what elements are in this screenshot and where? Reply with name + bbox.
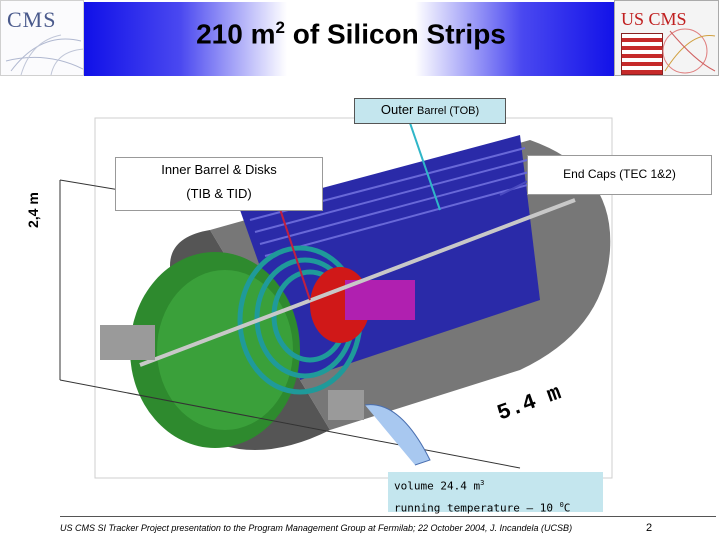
cms-logo-text: CMS	[7, 7, 57, 32]
callout-inner-line2: (TIB & TID)	[186, 186, 252, 201]
uscms-logo-graphic	[662, 28, 716, 74]
page-title: 210 m2 of Silicon Strips	[196, 18, 506, 50]
footer-text: US CMS SI Tracker Project presentation t…	[60, 523, 573, 533]
callout-outer-barrel: Outer Barrel (TOB)	[354, 98, 506, 124]
volume-pointer-arrow	[364, 404, 431, 466]
cms-logo-graphic	[5, 34, 83, 75]
length-dimension-line	[59, 379, 521, 469]
callout-inner-line1: Inner Barrel & Disks	[161, 162, 277, 177]
uscms-logo: US CMS	[614, 0, 719, 76]
inner-barrel-pointer	[279, 208, 311, 301]
footer-divider	[60, 516, 716, 517]
title-band	[84, 2, 618, 76]
temperature-line: running temperature – 10 0C	[394, 500, 571, 515]
callout-end-caps: End Caps (TEC 1&2)	[527, 155, 712, 195]
end-caps-pointer	[499, 179, 531, 196]
left-support-bracket	[100, 325, 155, 360]
volume-line: volume 24.4 m3	[394, 479, 485, 493]
pixel-core-magenta	[345, 280, 415, 320]
front-support-bracket	[328, 390, 364, 420]
cms-logo: CMS	[0, 0, 84, 76]
uscms-flag-stripes	[621, 33, 663, 75]
volume-temperature-box: volume 24.4 m3 running temperature – 10 …	[388, 472, 603, 514]
vertical-dimension-label: 2,4 m	[25, 192, 41, 228]
uscms-logo-text: US CMS	[621, 9, 687, 29]
beam-pipe	[139, 198, 576, 367]
page-number: 2	[646, 522, 653, 534]
outer-barrel-pointer	[409, 122, 441, 211]
callout-inner-barrel: Inner Barrel & Disks (TIB & TID)	[115, 157, 323, 211]
